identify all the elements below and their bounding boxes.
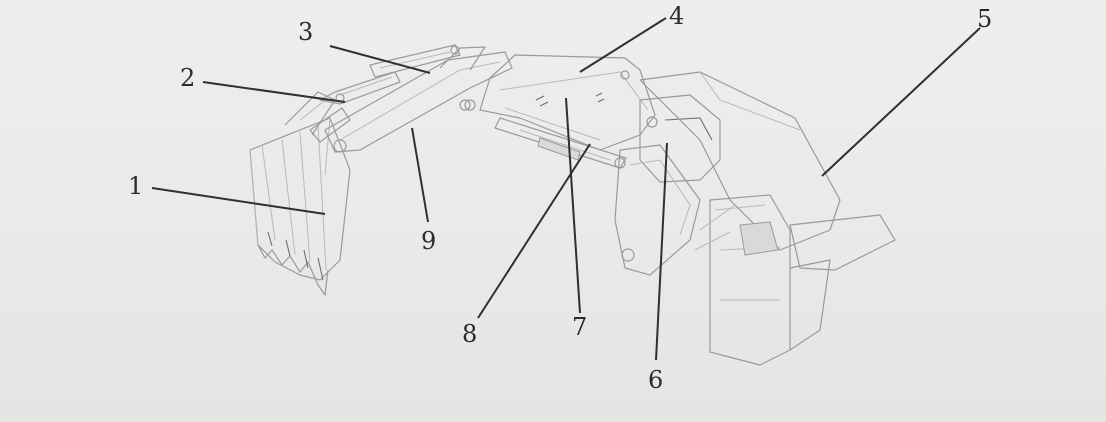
bucket: [249, 91, 351, 296]
callout-label-3: 3: [298, 18, 313, 46]
leader-line-6: [655, 142, 668, 361]
callout-label-8: 8: [462, 320, 477, 348]
boom: [464, 54, 656, 151]
callout-label-6: 6: [648, 366, 663, 394]
callout-label-7: 7: [572, 313, 587, 341]
chassis-frame: [639, 71, 896, 366]
boom-cylinder: [494, 117, 627, 169]
arm-cylinder: [369, 44, 461, 78]
leader-lines: [151, 17, 981, 361]
callout-label-2: 2: [180, 64, 195, 92]
leader-line-9: [411, 127, 429, 223]
callout-label-1: 1: [128, 172, 143, 200]
leader-line-8: [477, 143, 591, 319]
leader-line-3: [329, 45, 431, 74]
leader-line-4: [579, 17, 667, 73]
callout-labels: 1 2 3 4 5 6 7 8 9: [128, 2, 992, 394]
leader-line-1: [151, 187, 326, 215]
leader-line-7: [565, 97, 581, 314]
swing-bracket: [614, 94, 721, 276]
callout-label-4: 4: [669, 2, 684, 30]
leader-line-2: [202, 81, 346, 103]
bucket-cylinder: [309, 71, 401, 143]
callout-label-9: 9: [421, 227, 436, 255]
leader-line-5: [821, 27, 981, 177]
callout-label-5: 5: [977, 5, 992, 33]
